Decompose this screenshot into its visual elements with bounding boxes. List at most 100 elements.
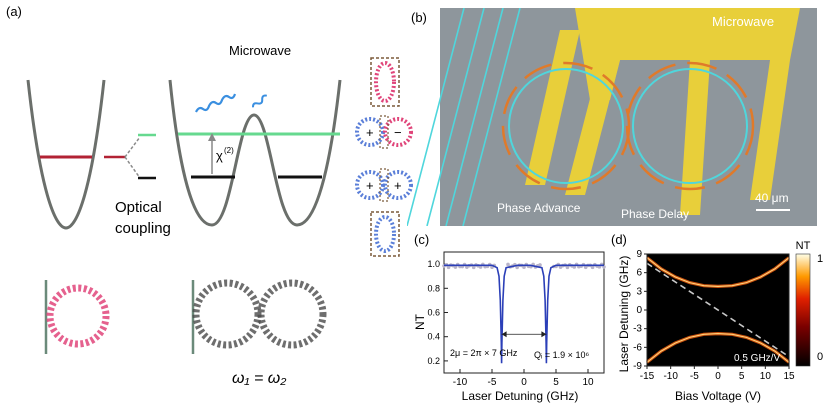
chi-label: χ xyxy=(216,148,223,163)
mode-sketches: + − + + xyxy=(355,57,413,257)
chart-c-point-65 xyxy=(590,265,595,270)
chart-d-xtick-label-6: 15 xyxy=(783,371,795,382)
chart-c-point-2 xyxy=(446,265,451,270)
chart-d-uncoupled-line xyxy=(646,262,790,358)
mode-plus-2a: + xyxy=(366,178,374,193)
chart-d-ylabel: Laser Detuning (GHz) xyxy=(617,256,631,373)
single-well-potential xyxy=(26,79,106,230)
chart-c-xlabel: Laser Detuning (GHz) xyxy=(462,389,579,403)
chart-d-upper-branch xyxy=(646,257,790,287)
microwave-label-a: Microwave xyxy=(229,43,291,58)
chart-c-point-5 xyxy=(453,265,458,269)
sem-ring-left xyxy=(508,68,624,184)
chart-d-xtick-label-0: -15 xyxy=(640,371,655,382)
optical-coupling-line2: coupling xyxy=(115,220,171,237)
chart-c-point-16 xyxy=(478,265,483,269)
microwave-label-b: Microwave xyxy=(712,14,774,29)
sem-ring-right xyxy=(632,68,748,184)
chart-d-ytick-label-6: 9 xyxy=(636,249,642,260)
chart-c-arrow-head-right xyxy=(541,331,547,338)
chart-c-xtick-label-1: -5 xyxy=(488,377,497,388)
slope-annotation: 0.5 GHz/V xyxy=(734,353,780,364)
chart-c-xtick-label-2: 0 xyxy=(521,377,527,388)
double-well-potential xyxy=(168,79,342,227)
chart-c-point-28 xyxy=(506,262,510,267)
chart-c-ytick-label-4: 1.0 xyxy=(427,259,440,269)
single-ring-mode xyxy=(46,284,110,348)
chart-d-lower-branch xyxy=(646,333,790,363)
sem-etch-left xyxy=(501,61,631,191)
electrode-right-finger xyxy=(750,60,790,200)
double-ring-right-mode xyxy=(257,279,327,349)
mode-plus-2b: + xyxy=(394,178,402,193)
chart-d-ytick-label-0: -9 xyxy=(633,361,642,372)
mode-blue-4 xyxy=(374,215,396,253)
chart-d-ytick-label-2: -3 xyxy=(633,324,642,335)
chart-c-arrow-head-left xyxy=(501,331,507,338)
chart-d-ytick-label-1: -6 xyxy=(633,342,642,353)
q-annotation: Qᵢ = 1.9 × 10⁶ xyxy=(534,350,589,360)
chi-superscript: (2) xyxy=(224,146,234,155)
colorbar-max: 1 xyxy=(817,253,823,265)
panel-d-label: (d) xyxy=(611,232,627,247)
mode-box-4 xyxy=(370,211,400,257)
phase-delay-label: Phase Delay xyxy=(621,207,689,221)
colorbar-min: 0 xyxy=(817,351,823,363)
mode-box-1 xyxy=(370,57,400,107)
chart-c-ylabel: NT xyxy=(413,313,427,330)
splitting-annotation: 2μ = 2π × 7 GHz xyxy=(450,348,518,358)
mode-box-3 xyxy=(379,168,389,202)
sem-etch-right xyxy=(625,61,755,191)
scale-bar-label: 40 μm xyxy=(755,191,789,205)
splitting-dashed-lines xyxy=(124,136,141,179)
mode-plus-1: + xyxy=(366,125,374,140)
chart-c-xtick-label-0: -10 xyxy=(453,377,468,388)
chart-d-xtick-label-3: 0 xyxy=(715,371,721,382)
waveguide-line-2 xyxy=(426,8,485,226)
waveguide-line-1 xyxy=(407,8,465,226)
chi-arrow-head xyxy=(208,133,216,141)
electrode-top-bar xyxy=(575,8,800,215)
electrode-middle-finger xyxy=(565,60,620,195)
waveguide-line-3 xyxy=(445,8,504,226)
chart-c-point-42 xyxy=(538,263,542,267)
microwave-wave-icon xyxy=(252,94,268,108)
chart-c-xtick-label-4: 10 xyxy=(582,377,594,388)
frequency-equality: ω₁ = ω₂ xyxy=(232,370,286,387)
chart-c-point-57 xyxy=(572,265,577,269)
chart-d-ytick-label-4: 3 xyxy=(636,286,642,297)
chart-c-ytick-label-0: 0.2 xyxy=(427,356,440,366)
waveguide-line-4 xyxy=(462,8,521,226)
panel-a-label: (a) xyxy=(6,4,22,19)
sem-image xyxy=(407,8,817,226)
chart-c-ytick-label-2: 0.6 xyxy=(427,308,440,318)
mode-magenta-1 xyxy=(374,61,396,103)
mode-box-2 xyxy=(379,115,389,149)
chart-c-point-32 xyxy=(515,265,519,270)
microwave-photon-icon xyxy=(195,93,237,113)
panel-c-label: (c) xyxy=(414,232,429,247)
mode-minus: − xyxy=(394,125,402,140)
chart-d-xtick-label-5: 10 xyxy=(760,371,772,382)
chart-c-series-line xyxy=(444,264,604,364)
chart-d-ytick-label-3: 0 xyxy=(636,305,642,316)
phase-advance-label: Phase Advance xyxy=(497,201,581,215)
panel-b-label: (b) xyxy=(411,10,427,25)
chart-d-ytick-label-5: 6 xyxy=(636,268,642,279)
colorbar-title: NT xyxy=(796,240,811,252)
chart-c-point-35 xyxy=(522,265,526,270)
chart-d-xtick-label-4: 5 xyxy=(739,371,745,382)
chart-c-point-13 xyxy=(471,265,476,270)
chart-d-xtick-label-1: -10 xyxy=(663,371,678,382)
double-ring-left-mode xyxy=(192,279,262,349)
chart-d-xlabel: Bias Voltage (V) xyxy=(675,389,761,403)
chart-d: -15 -10 -5 0 5 10 15 -9 -6 -3 0 3 6 9 xyxy=(633,249,795,382)
chart-c-point-54 xyxy=(565,265,570,270)
chart-c-ytick-label-3: 0.8 xyxy=(427,283,440,293)
colorbar xyxy=(795,253,811,367)
chart-d-xtick-label-2: -5 xyxy=(690,371,699,382)
mode-blue-right-2 xyxy=(383,170,413,200)
chart-c-xtick-label-3: 5 xyxy=(553,377,559,388)
